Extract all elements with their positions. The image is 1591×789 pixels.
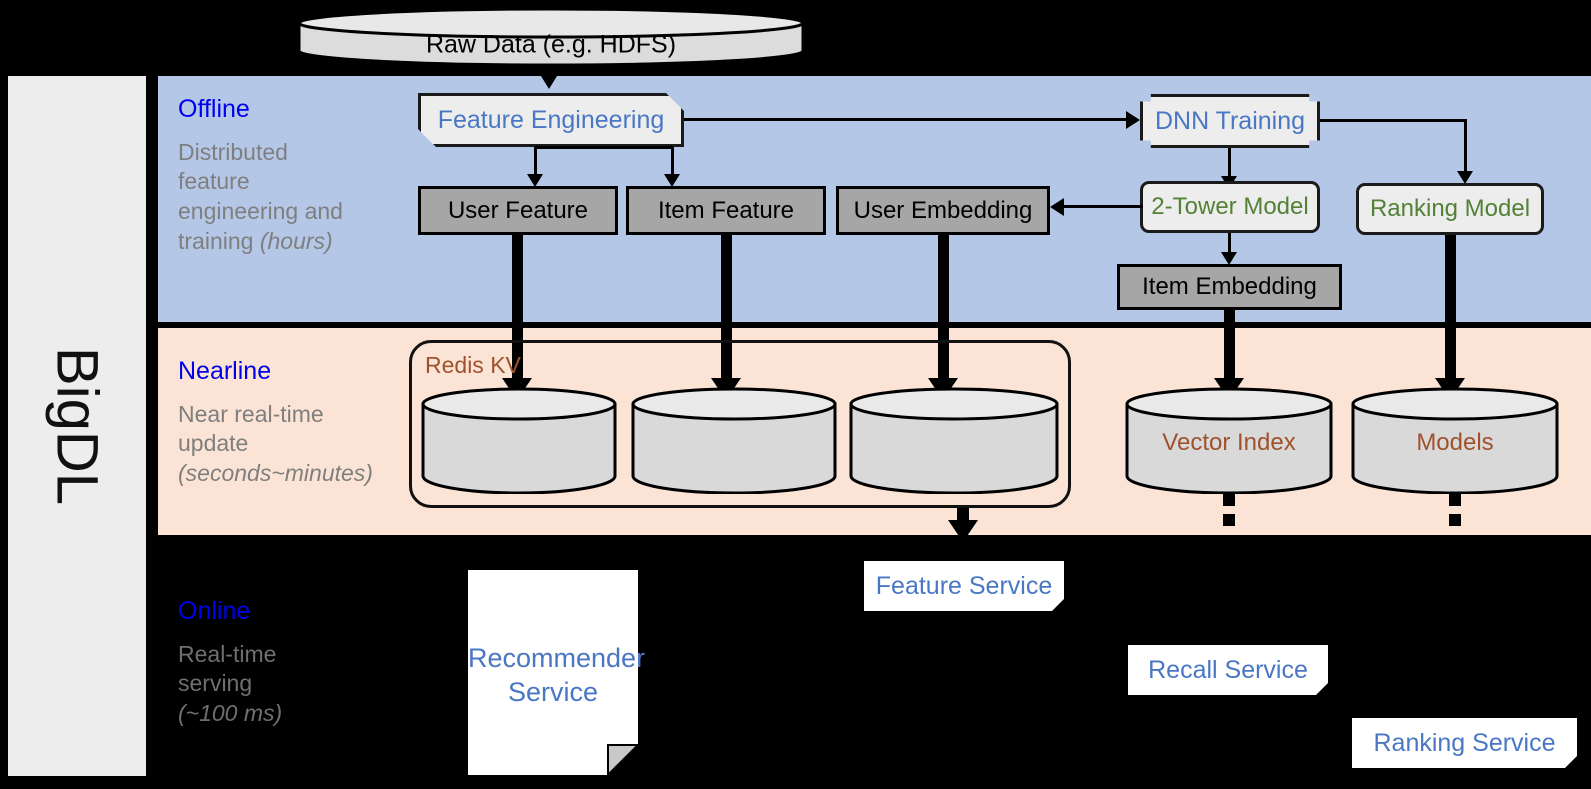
pipe-item-feature-store (721, 235, 732, 385)
ranking-service-label: Ranking Service (1373, 729, 1556, 757)
pipe-user-embedding-store (938, 235, 949, 385)
dnn-training-node[interactable]: DNN Training (1140, 94, 1320, 148)
arrowhead-twotower-userembedding (1050, 198, 1064, 216)
connector-twotower-itemembedding (1228, 233, 1231, 259)
online-subtitle-italic: (~100 ms) (178, 700, 283, 727)
two-tower-model-label: 2-Tower Model (1151, 193, 1309, 221)
arrowhead-redis-feature-service (948, 520, 978, 542)
bigdl-brand-label: BigDL (44, 347, 110, 505)
item-embedding-node[interactable]: Item Embedding (1117, 264, 1342, 310)
store-cylinder-item-feature (630, 386, 838, 494)
arrowhead-fe-dnn (1126, 111, 1140, 129)
item-feature-node[interactable]: Item Feature (626, 186, 826, 235)
arrowhead-dnn-ranking (1457, 171, 1473, 184)
nearline-label-group: Nearline Near real-time update (seconds~… (178, 357, 373, 490)
nearline-subtitle-line1: Near real-time (178, 400, 324, 427)
feature-engineering-node[interactable]: Feature Engineering (418, 93, 684, 147)
connector-twotower-userembedding (1063, 205, 1143, 208)
dash-vector-index-2 (1223, 514, 1235, 526)
connector-fe-userfeature-v (534, 146, 537, 180)
connector-fe-itemfeature-v (671, 146, 674, 180)
dash-vector-index-1 (1223, 494, 1235, 506)
offline-subtitle: Distributed feature engineering and trai… (178, 138, 343, 258)
store-cylinder-user-embedding (848, 386, 1060, 494)
feature-service-label: Feature Service (875, 572, 1053, 600)
recommender-service-node[interactable]: Recommender Service (468, 570, 646, 775)
online-subtitle-line1: Real-time (178, 640, 277, 667)
vector-index-cylinder[interactable]: Vector Index (1124, 386, 1334, 494)
offline-subtitle-line2: feature (178, 168, 250, 195)
dnn-training-label: DNN Training (1154, 106, 1306, 135)
ranking-model-node[interactable]: Ranking Model (1356, 183, 1544, 235)
arrowhead-twotower-itemembedding (1221, 252, 1237, 265)
offline-title: Offline (178, 95, 250, 123)
pipe-item-embedding-vector-index (1224, 310, 1235, 385)
user-embedding-node[interactable]: User Embedding (836, 186, 1050, 235)
online-subtitle: Real-time serving (~100 ms) (178, 640, 282, 730)
nearline-subtitle-line2: update (178, 430, 249, 457)
offline-subtitle-line1: Distributed (178, 138, 288, 165)
feature-service-node[interactable]: Feature Service (864, 561, 1064, 611)
connector-fe-branch-h (534, 146, 674, 149)
online-title: Online (178, 597, 251, 625)
connector-dnn-ranking-h (1320, 119, 1467, 122)
recall-service-label: Recall Service (1148, 656, 1308, 684)
nearline-subtitle: Near real-time update (seconds~minutes) (178, 400, 373, 490)
recommender-service-label: Recommender Service (468, 642, 646, 710)
dash-redis-feature-service (957, 508, 969, 520)
arrowhead-fe-userfeature (527, 174, 543, 187)
connector-fe-dnn (684, 118, 1128, 121)
ranking-service-node[interactable]: Ranking Service (1352, 718, 1577, 768)
user-feature-node[interactable]: User Feature (418, 186, 618, 235)
online-subtitle-line2: serving (178, 670, 253, 697)
offline-subtitle-line3: engineering and (178, 198, 343, 225)
connector-dnn-ranking-v (1464, 119, 1467, 173)
dash-models-1 (1449, 494, 1461, 506)
recall-service-node[interactable]: Recall Service (1128, 645, 1328, 695)
store-cylinder-user-feature (420, 386, 618, 494)
ranking-model-label: Ranking Model (1369, 195, 1531, 223)
feature-service-fold-icon (1052, 599, 1064, 611)
dash-models-2 (1449, 514, 1461, 526)
nearline-title: Nearline (178, 357, 272, 385)
offline-label-group: Offline Distributed feature engineering … (178, 95, 343, 258)
models-cylinder[interactable]: Models (1350, 386, 1560, 494)
ranking-service-fold-icon (1565, 756, 1577, 768)
connector-dnn-twotower (1228, 148, 1231, 179)
two-tower-model-node[interactable]: 2-Tower Model (1140, 181, 1320, 233)
offline-subtitle-line4: training (hours) (178, 228, 333, 255)
connector-rawdata-fe (549, 68, 554, 80)
feature-engineering-label: Feature Engineering (437, 105, 665, 134)
user-feature-label: User Feature (447, 196, 589, 224)
redis-kv-container (409, 340, 1071, 508)
item-feature-label: Item Feature (657, 196, 795, 224)
user-embedding-label: User Embedding (853, 196, 1033, 224)
recall-service-fold-icon (1316, 683, 1328, 695)
redis-kv-label: Redis KV (425, 352, 521, 378)
arrowhead-fe-itemfeature (664, 174, 680, 187)
bigdl-sidebar: BigDL (8, 76, 146, 776)
item-embedding-label: Item Embedding (1142, 273, 1317, 301)
raw-data-cylinder: Raw Data (e.g. HDFS) (296, 6, 806, 68)
recommender-service-line2: Service (507, 676, 599, 707)
online-label-group: Online Real-time serving (~100 ms) (178, 597, 282, 730)
recommender-service-line1: Recommender (468, 643, 646, 673)
nearline-subtitle-italic: (seconds~minutes) (178, 460, 373, 487)
offline-subtitle-italic: (hours) (259, 228, 333, 255)
pipe-ranking-model-models (1445, 235, 1456, 385)
arrowhead-rawdata-fe (541, 76, 557, 89)
pipe-user-feature-store (512, 235, 523, 385)
